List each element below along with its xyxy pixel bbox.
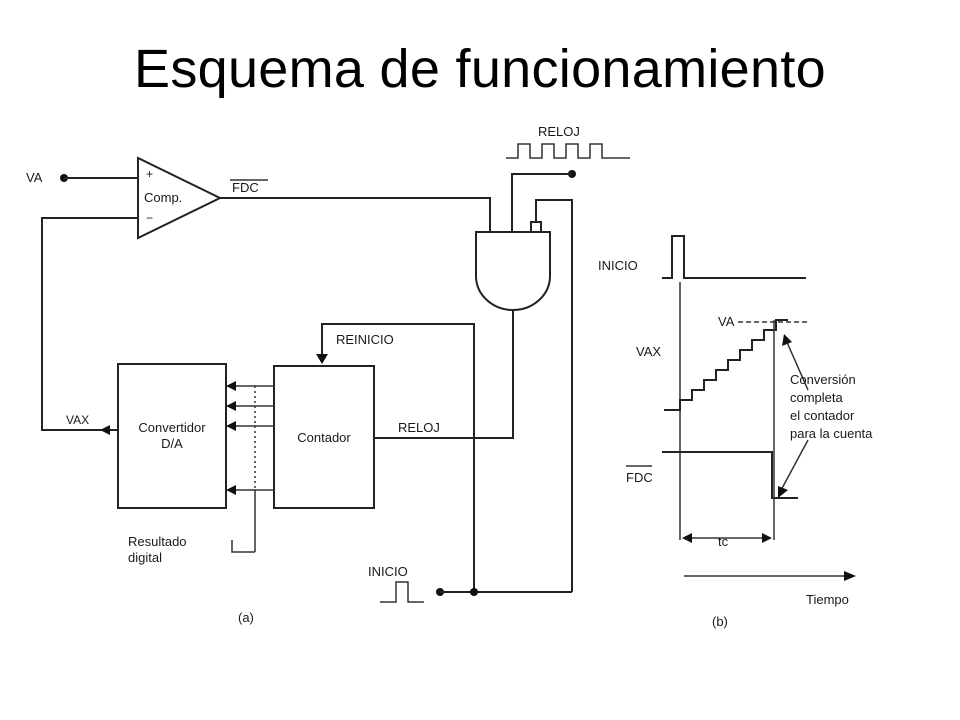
feedback-wire	[41, 217, 138, 431]
annotation-arrowhead-up	[782, 334, 792, 346]
result-label-line1: Resultado	[128, 534, 187, 549]
annotation-arrow-down	[779, 439, 809, 493]
clock-label: RELOJ	[538, 124, 580, 139]
tc-label: tc	[718, 534, 729, 549]
result-pointer	[231, 540, 255, 553]
dac-box	[117, 363, 227, 509]
circuit-diagram: VA + Comp. − FDC VAX RELOJ RELOJ REINICI…	[26, 124, 630, 625]
bus-arrow	[226, 401, 236, 411]
vax-staircase	[664, 319, 788, 411]
fdc-label: FDC	[232, 180, 259, 195]
figure-b-label: (b)	[712, 614, 728, 629]
comparator-label: Comp.	[144, 190, 182, 205]
and-gate	[475, 231, 551, 311]
start-label: INICIO	[368, 564, 408, 579]
bus-arrow	[226, 421, 236, 431]
input-va-label: VA	[26, 170, 43, 185]
dac-label-line1: Convertidor	[138, 420, 206, 435]
annotation-line1: Conversión	[790, 372, 856, 387]
junction-dot	[470, 588, 478, 596]
slide-title: Esquema de funcionamiento	[134, 39, 826, 99]
fdc-wire	[220, 197, 491, 232]
annotation-line3: el contador	[790, 408, 855, 423]
annotation-arrow-up	[785, 339, 809, 391]
timing-va-label: VA	[718, 314, 735, 329]
and-output-wire	[358, 310, 514, 439]
bus-arrow	[226, 381, 236, 391]
annotation-line4: para la cuenta	[790, 426, 873, 441]
tc-arrow-right	[762, 533, 772, 543]
annotation-line2: completa	[790, 390, 844, 405]
counter-clock-label: RELOJ	[398, 420, 440, 435]
comparator-minus-sign: −	[146, 211, 153, 225]
counter-box	[273, 365, 375, 509]
start-pulse	[380, 581, 424, 603]
annotation-arrowhead-down	[778, 486, 788, 498]
timing-fdc-waveform	[662, 451, 798, 499]
counter-label: Contador	[297, 430, 351, 445]
timing-start-pulse	[662, 235, 806, 279]
and-gate-inverter	[530, 221, 542, 233]
time-axis-arrow	[844, 571, 856, 581]
reset-arrow	[316, 354, 328, 364]
dac-label-line2: D/A	[161, 436, 183, 451]
tc-arrow-left	[682, 533, 692, 543]
clock-waveform	[506, 143, 630, 159]
dac-output-label: VAX	[66, 413, 89, 427]
clock-to-and-wire	[511, 173, 572, 232]
timing-start-label: INICIO	[598, 258, 638, 273]
time-label: Tiempo	[806, 592, 849, 607]
reset-label: REINICIO	[336, 332, 394, 347]
bus-arrow	[226, 485, 236, 495]
figure-a-label: (a)	[238, 610, 254, 625]
result-label-line2: digital	[128, 550, 162, 565]
data-bus	[226, 381, 274, 553]
timing-fdc-label: FDC	[626, 470, 653, 485]
reset-wire	[321, 323, 475, 592]
timing-diagram: INICIO VA VAX FDC Conversión completa el…	[598, 235, 873, 629]
timing-vax-label: VAX	[636, 344, 661, 359]
comparator	[137, 156, 223, 240]
start-to-and-wire	[535, 199, 573, 592]
feedback-arrow	[100, 425, 110, 435]
comparator-plus-sign: +	[146, 167, 153, 181]
